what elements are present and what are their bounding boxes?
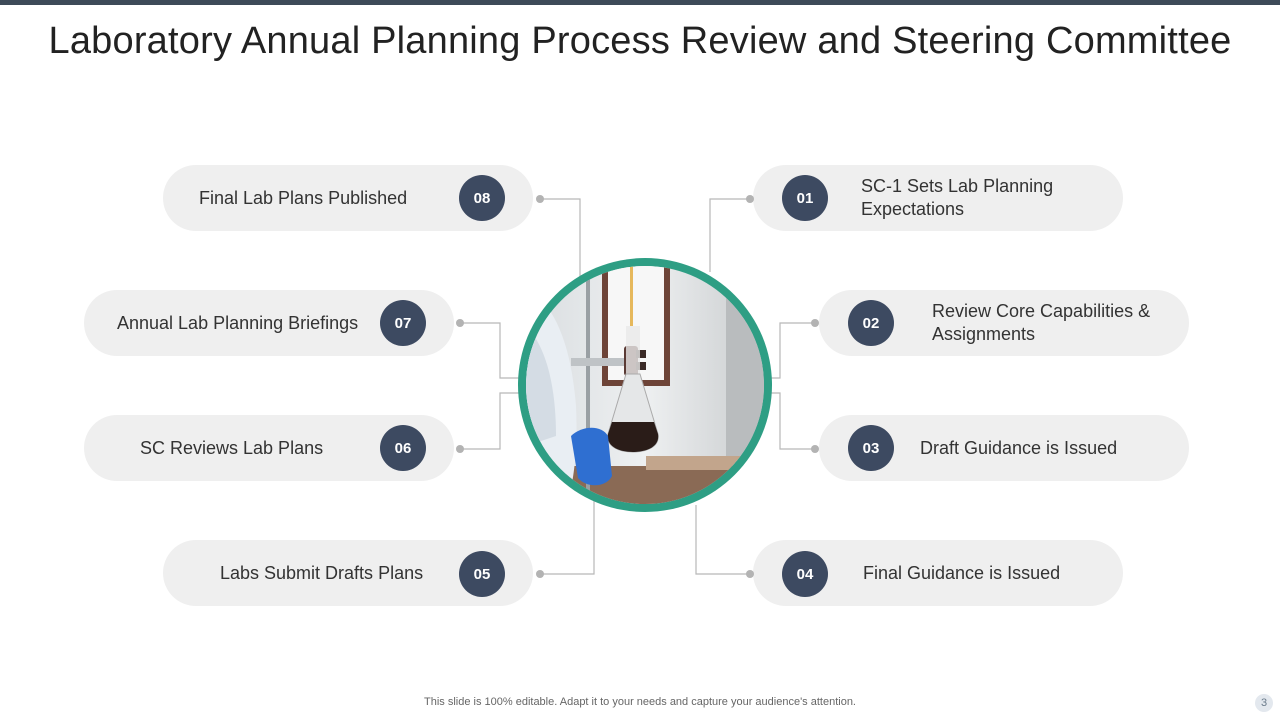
step-05-badge: 05 [459, 551, 505, 597]
step-02-dot [811, 319, 819, 327]
connector-06 [460, 392, 522, 450]
step-07-label: Annual Lab Planning Briefings [117, 312, 359, 333]
step-07-badge: 07 [380, 300, 426, 346]
step-08-label: Final Lab Plans Published [199, 187, 408, 208]
step-01-label: SC-1 Sets Lab Planning Expectations [861, 176, 1054, 219]
step-06-label: SC Reviews Lab Plans [140, 437, 324, 458]
step-02-badge: 02 [848, 300, 894, 346]
connector-04 [695, 505, 750, 575]
connector-08 [540, 198, 581, 290]
connector-07 [460, 322, 522, 379]
step-06-badge: 06 [380, 425, 426, 471]
step-08-dot [536, 195, 544, 203]
step-04-badge: 04 [782, 551, 828, 597]
top-accent-bar [0, 0, 1280, 5]
connector-03 [768, 392, 815, 450]
step-08-badge: 08 [459, 175, 505, 221]
footer-note: This slide is 100% editable. Adapt it to… [424, 696, 856, 708]
step-04-label: Final Guidance is Issued [863, 562, 1061, 583]
step-06-dot [456, 445, 464, 453]
step-02-label: Review Core Capabilities & Assignments [932, 301, 1151, 344]
connector-05 [540, 500, 595, 575]
step-01-badge: 01 [782, 175, 828, 221]
step-04-dot [746, 570, 754, 578]
step-01-dot [746, 195, 754, 203]
step-07-dot [456, 319, 464, 327]
step-03-dot [811, 445, 819, 453]
step-03-badge: 03 [848, 425, 894, 471]
step-05-label: Labs Submit Drafts Plans [220, 562, 424, 583]
slide-title: Laboratory Annual Planning Process Revie… [48, 20, 1232, 62]
connector-01 [709, 198, 750, 272]
step-05-dot [536, 570, 544, 578]
step-03-label: Draft Guidance is Issued [920, 437, 1118, 458]
page-number: 3 [1255, 694, 1273, 712]
connector-02 [768, 322, 815, 379]
center-ring [518, 258, 772, 512]
lab-flask-photo [526, 266, 764, 504]
